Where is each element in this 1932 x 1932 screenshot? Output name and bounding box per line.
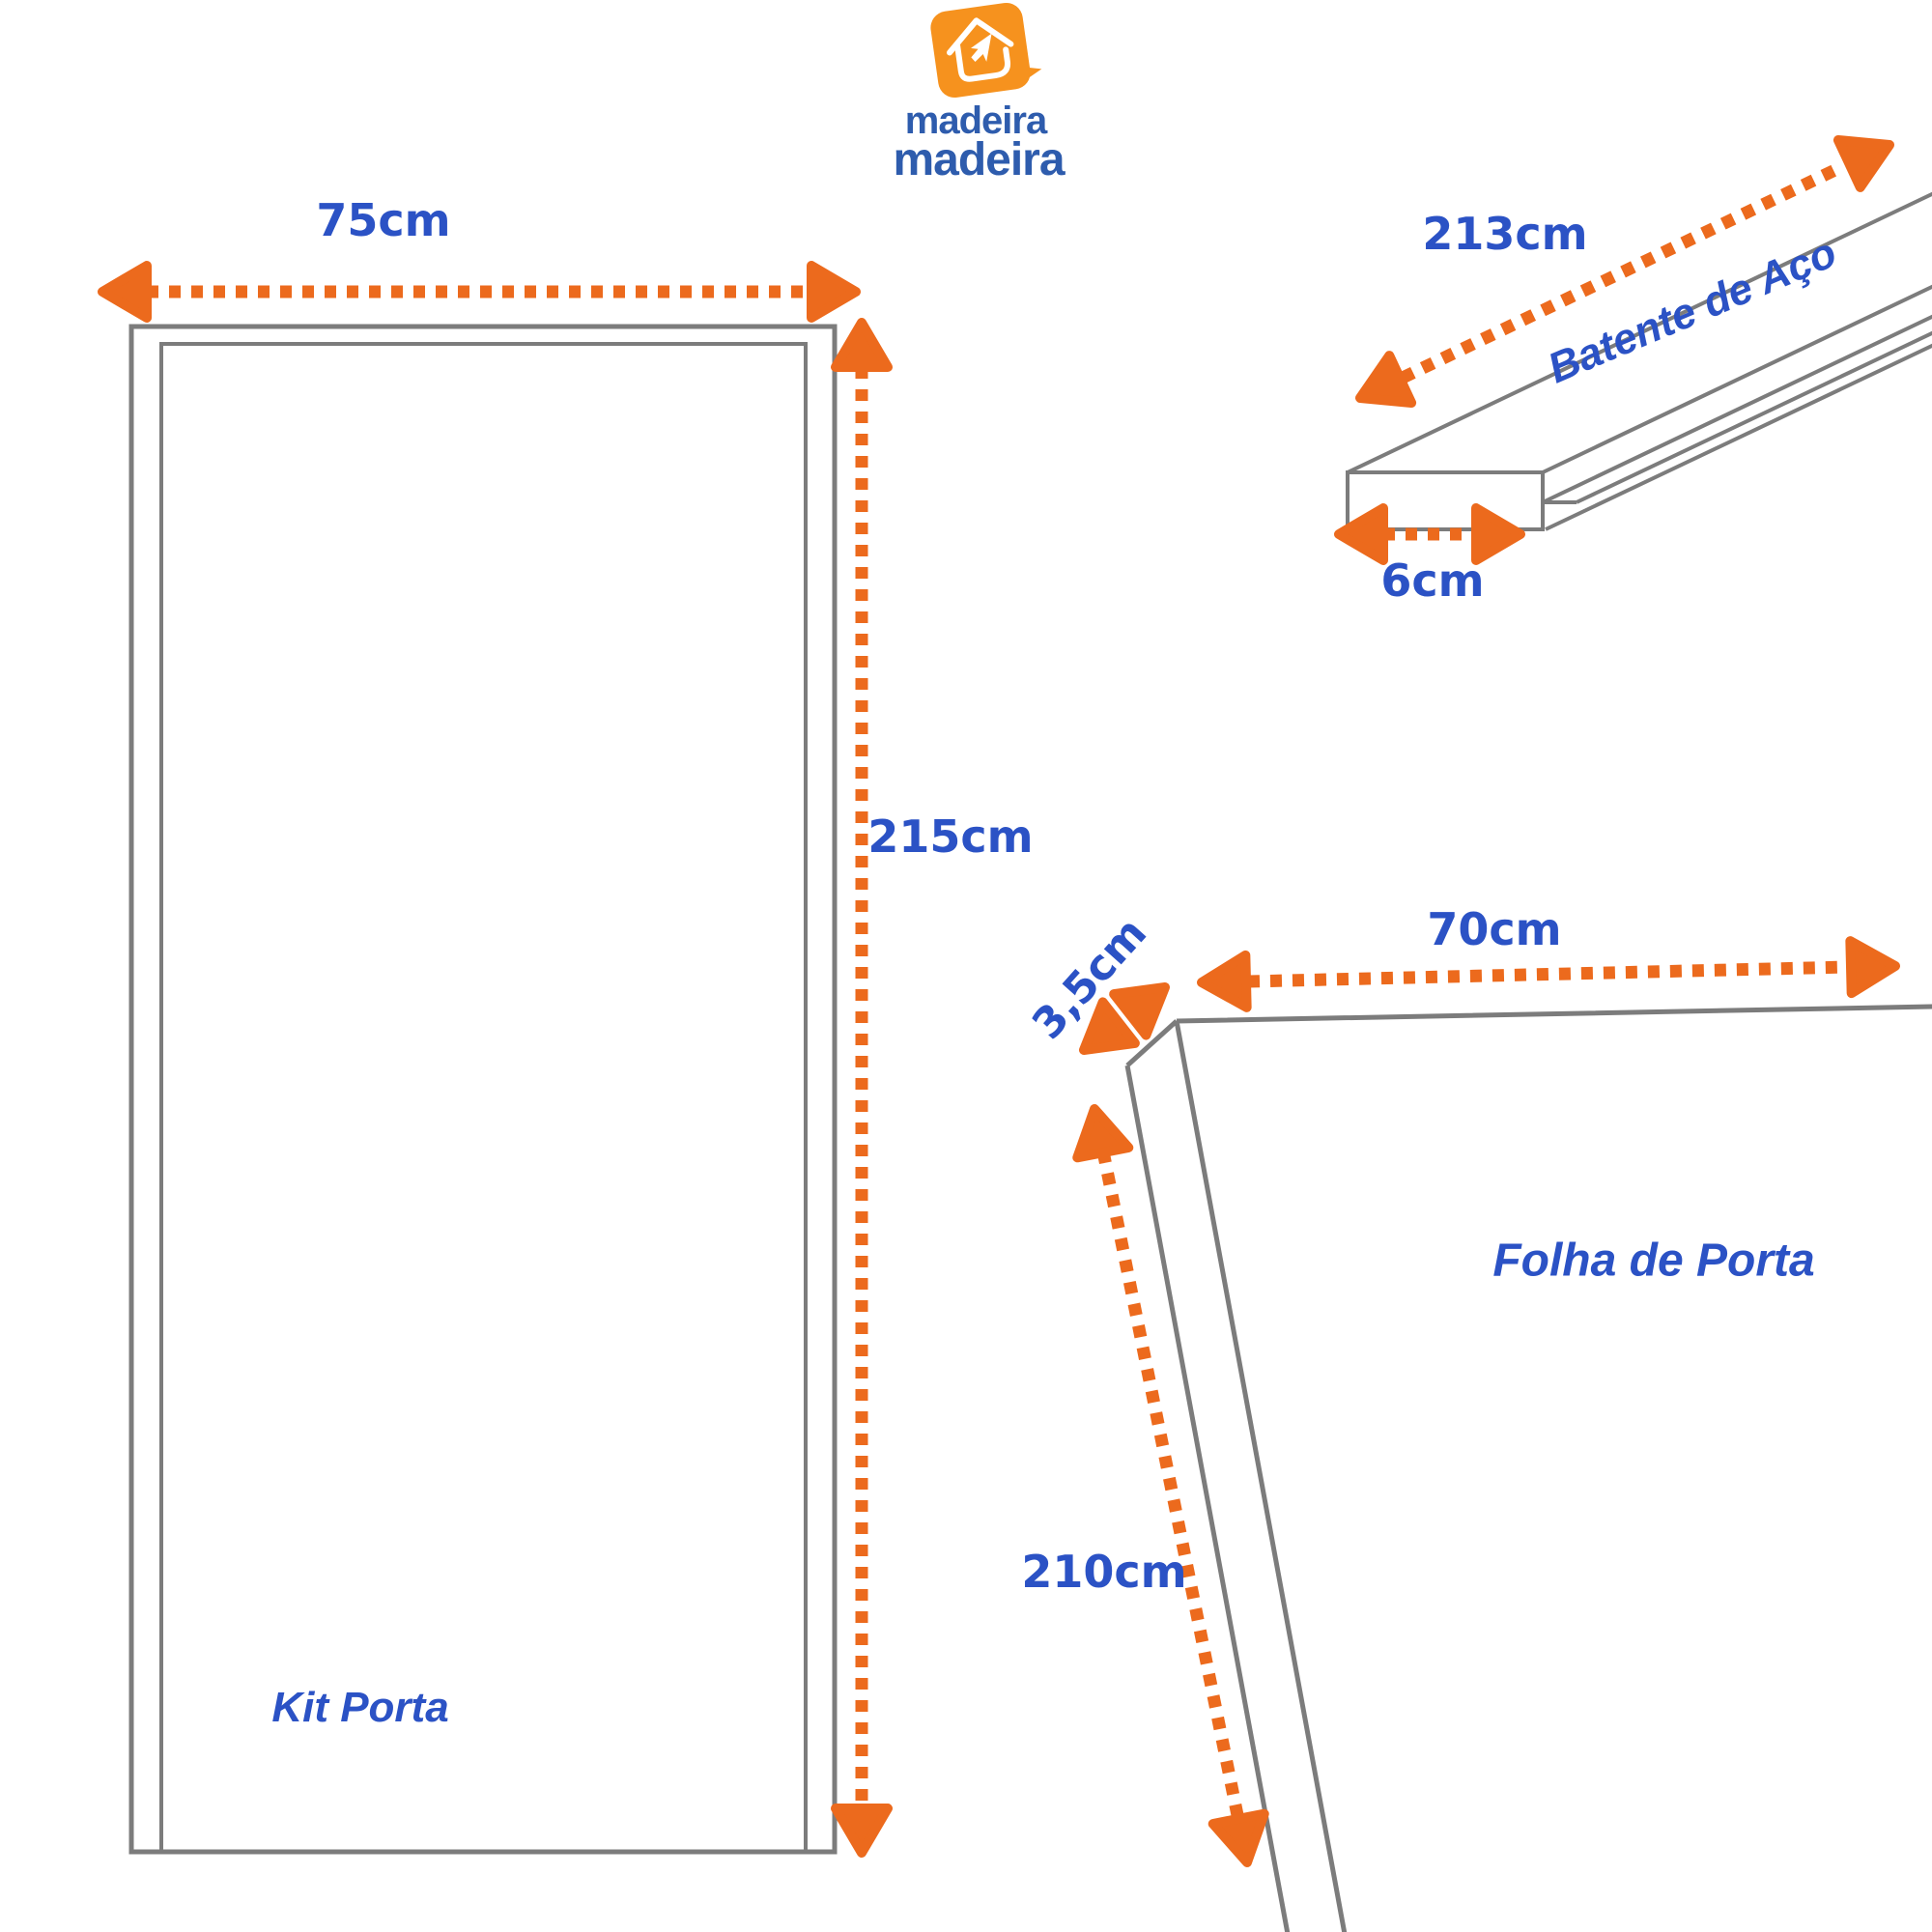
batente-extrusion-lines — [1347, 191, 1932, 531]
folha-width-arrow — [1201, 940, 1895, 1009]
kit-porta-frame — [128, 324, 838, 1855]
batente-width-arrow — [1339, 508, 1520, 560]
logo-wordmark-line1: madeira — [904, 99, 1047, 142]
arrowhead-right-icon — [811, 266, 856, 318]
arrowhead-down-icon — [1213, 1814, 1273, 1867]
folha-height-arrow — [1068, 1104, 1272, 1867]
kit-porta-outer-outline — [128, 324, 838, 1855]
kit-porta-width-arrow — [102, 266, 856, 318]
kit-porta-inner-outline — [159, 342, 808, 1852]
batente-length-arrow — [1350, 122, 1901, 422]
house-icon — [947, 17, 1014, 82]
arrowhead-right-icon — [1850, 940, 1895, 993]
batente-width-label: 6cm — [1380, 554, 1485, 607]
cursor-icon — [971, 33, 992, 63]
kit-porta-height-arrow — [836, 323, 888, 1853]
batente-drawing — [1346, 191, 1932, 531]
arrowhead-downleft-icon — [1350, 355, 1412, 421]
arrowhead-left-icon — [1201, 955, 1246, 1009]
kit-porta-title: Kit Porta — [271, 1684, 449, 1731]
folha-porta-drawing — [1124, 1004, 1932, 1932]
arrowhead-down-icon — [836, 1808, 888, 1853]
folha-thickness-arrow — [1067, 967, 1180, 1071]
arrowhead-left-icon — [102, 266, 147, 318]
logo-wordmark-line2: madeira — [893, 134, 1065, 185]
kit-porta-width-label: 75cm — [316, 194, 451, 246]
folha-porta-title: Folha de Porta — [1492, 1235, 1815, 1287]
kit-porta-height-label: 215cm — [867, 810, 1034, 863]
arrowhead-up-icon — [836, 323, 888, 367]
logo-icon — [930, 2, 1042, 99]
arrowhead-right-icon — [1476, 508, 1520, 560]
arrowhead-upright-icon — [1838, 122, 1901, 187]
batente-length-label: 213cm — [1422, 208, 1588, 260]
folha-height-label: 210cm — [1021, 1546, 1187, 1598]
arrowhead-left-icon — [1339, 508, 1383, 560]
folha-porta-edges — [1124, 1004, 1932, 1932]
folha-width-label: 70cm — [1427, 903, 1562, 955]
arrowhead-up-icon — [1068, 1104, 1128, 1157]
